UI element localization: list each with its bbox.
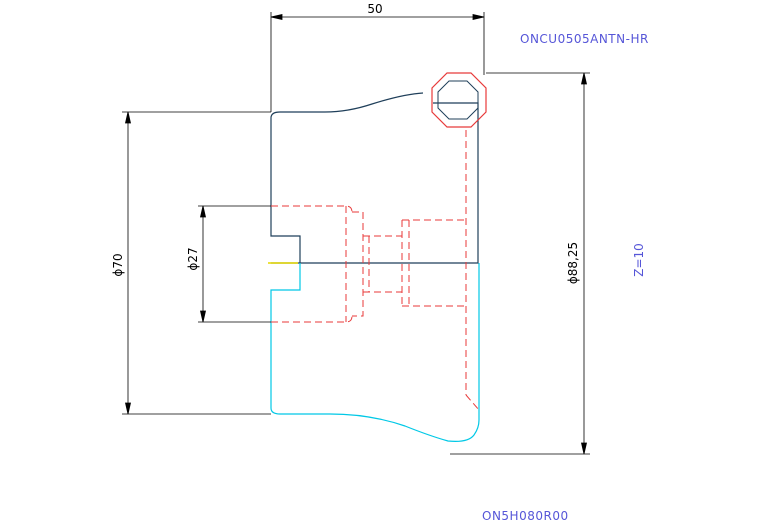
dim-bore: [198, 205, 271, 323]
dim-width-label: 50: [367, 2, 382, 16]
body-outline-lower: [270, 263, 480, 442]
dim-width: [270, 12, 485, 112]
insert-octagon: [431, 72, 487, 128]
dim-cut: [450, 72, 590, 455]
dim-outer: [122, 111, 271, 415]
dim-outer-label: ϕ70: [111, 253, 125, 276]
keyway-upper: [270, 206, 301, 263]
teeth-label: Z=10: [632, 243, 646, 277]
insert-inner: [437, 80, 479, 120]
cutter-code-label: ON5H080R00: [482, 509, 569, 523]
body-outline-upper: [270, 92, 479, 264]
insert-code-label: ONCU0505ANTN-HR: [520, 32, 649, 46]
hidden-lines: [271, 130, 480, 411]
dim-cut-label: ϕ88,25: [566, 242, 580, 284]
dim-bore-label: ϕ27: [186, 247, 200, 270]
